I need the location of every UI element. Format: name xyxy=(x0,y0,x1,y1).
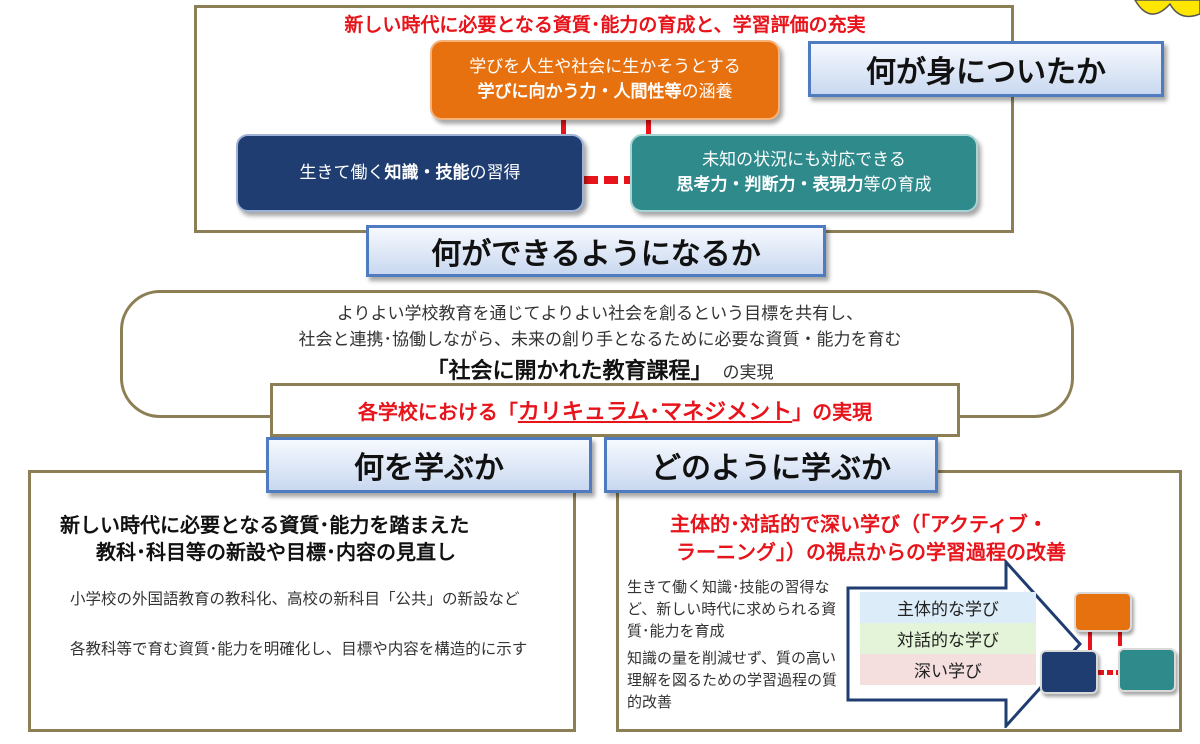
connector-orange-teal xyxy=(646,118,651,134)
navy-line: 生きて働く知識・技能の習得 xyxy=(300,161,521,186)
orange-bold: 学びに向かう力・人間性等 xyxy=(477,82,682,102)
open-curriculum-bold: 「社会に開かれた教育課程」 xyxy=(426,359,713,384)
mini-connector-h xyxy=(1098,670,1118,675)
band-deep: 深い学び xyxy=(860,654,1036,685)
left-item2: 各教科等で育む資質･能力を明確化し、目標や内容を構造的に示す xyxy=(70,640,528,658)
cm-bold: カリキュラム･マネジメント xyxy=(517,400,793,425)
orange-tail: の涵養 xyxy=(681,82,733,102)
cm-post: 」の実現 xyxy=(792,399,873,424)
curriculum-management-box: 各学校における「カリキュラム･マネジメント」の実現 xyxy=(270,383,960,437)
society-line1: よりよい学校教育を通じてよりよい社会を創るという目標を共有し、 xyxy=(336,304,864,324)
navy-pre: 生きて働く xyxy=(299,162,385,183)
teal-tail: 等の育成 xyxy=(863,175,932,195)
mini-orange-box xyxy=(1074,592,1132,632)
cm-pre: 各学校における「 xyxy=(357,399,518,424)
left-frame xyxy=(28,470,576,732)
right-title-line1: 主体的･対話的で深い学び（「アクティブ・ xyxy=(670,512,1048,536)
navy-tail: の習得 xyxy=(469,162,521,183)
mini-connector-v2 xyxy=(1118,632,1122,646)
label-what-learn: 何を学ぶか xyxy=(266,437,592,493)
teal-bold: 思考力・判断力・表現力 xyxy=(676,175,864,195)
navy-bold: 知識・技能 xyxy=(384,162,470,183)
left-title-line1: 新しい時代に必要となる資質･能力を踏まえた xyxy=(60,513,470,537)
band-proactive: 主体的な学び xyxy=(860,592,1036,623)
left-title-line2: 教科･科目等の新設や目標･内容の見直し xyxy=(96,540,456,564)
mini-navy-box xyxy=(1040,650,1098,694)
orange-line2: 学びに向かう力・人間性等の涵養 xyxy=(478,80,733,105)
society-line2: 社会と連携･協働しながら、未来の創り手となるために必要な資質・能力を育む xyxy=(298,330,902,350)
orange-box-humanity: 学びを人生や社会に生かそうとする 学びに向かう力・人間性等の涵養 xyxy=(430,40,780,120)
connector-navy-teal xyxy=(584,176,632,184)
orange-line1: 学びを人生や社会に生かそうとする xyxy=(469,57,741,78)
label-how-learn: どのように学ぶか xyxy=(604,437,938,493)
navy-box-knowledge: 生きて働く知識・技能の習得 xyxy=(236,134,584,212)
teal-box-thinking: 未知の状況にも対応できる 思考力・判断力・表現力等の育成 xyxy=(630,134,978,212)
corner-star-decoration xyxy=(1134,0,1200,18)
band-dialogic: 対話的な学び xyxy=(860,623,1036,654)
right-title: 主体的･対話的で深い学び（「アクティブ・ ラーニング」）の視点からの学習過程の改… xyxy=(640,510,1160,566)
connector-orange-navy xyxy=(561,118,566,134)
teal-line2: 思考力・判断力・表現力等の育成 xyxy=(677,173,932,198)
label-what-acquired: 何が身についたか xyxy=(808,41,1164,97)
mini-teal-box xyxy=(1118,648,1176,692)
mini-connector-v1 xyxy=(1088,632,1092,650)
right-text1: 生きて働く知識･技能の習得など、新しい時代に求められる資質･能力を育成 xyxy=(627,578,837,640)
left-item1: 小学校の外国語教育の教科化、高校の新科目「公共」の新設など xyxy=(70,590,520,608)
label-what-can-do: 何ができるようになるか xyxy=(366,225,826,277)
teal-line1: 未知の状況にも対応できる xyxy=(702,150,906,171)
society-line3: 「社会に開かれた教育課程」の実現 xyxy=(150,353,1050,385)
top-header: 新しい時代に必要となる資質･能力の育成と、学習評価の充実 xyxy=(344,14,866,36)
left-title: 新しい時代に必要となる資質･能力を踏まえた 教科･科目等の新設や目標･内容の見直… xyxy=(40,512,570,566)
right-text2: 知識の量を削減せず、質の高い理解を図るための学習過程の質的改善 xyxy=(627,649,838,711)
right-title-line2: ラーニング」）の視点からの学習過程の改善 xyxy=(676,540,1066,564)
open-curriculum-tail: の実現 xyxy=(722,363,774,383)
